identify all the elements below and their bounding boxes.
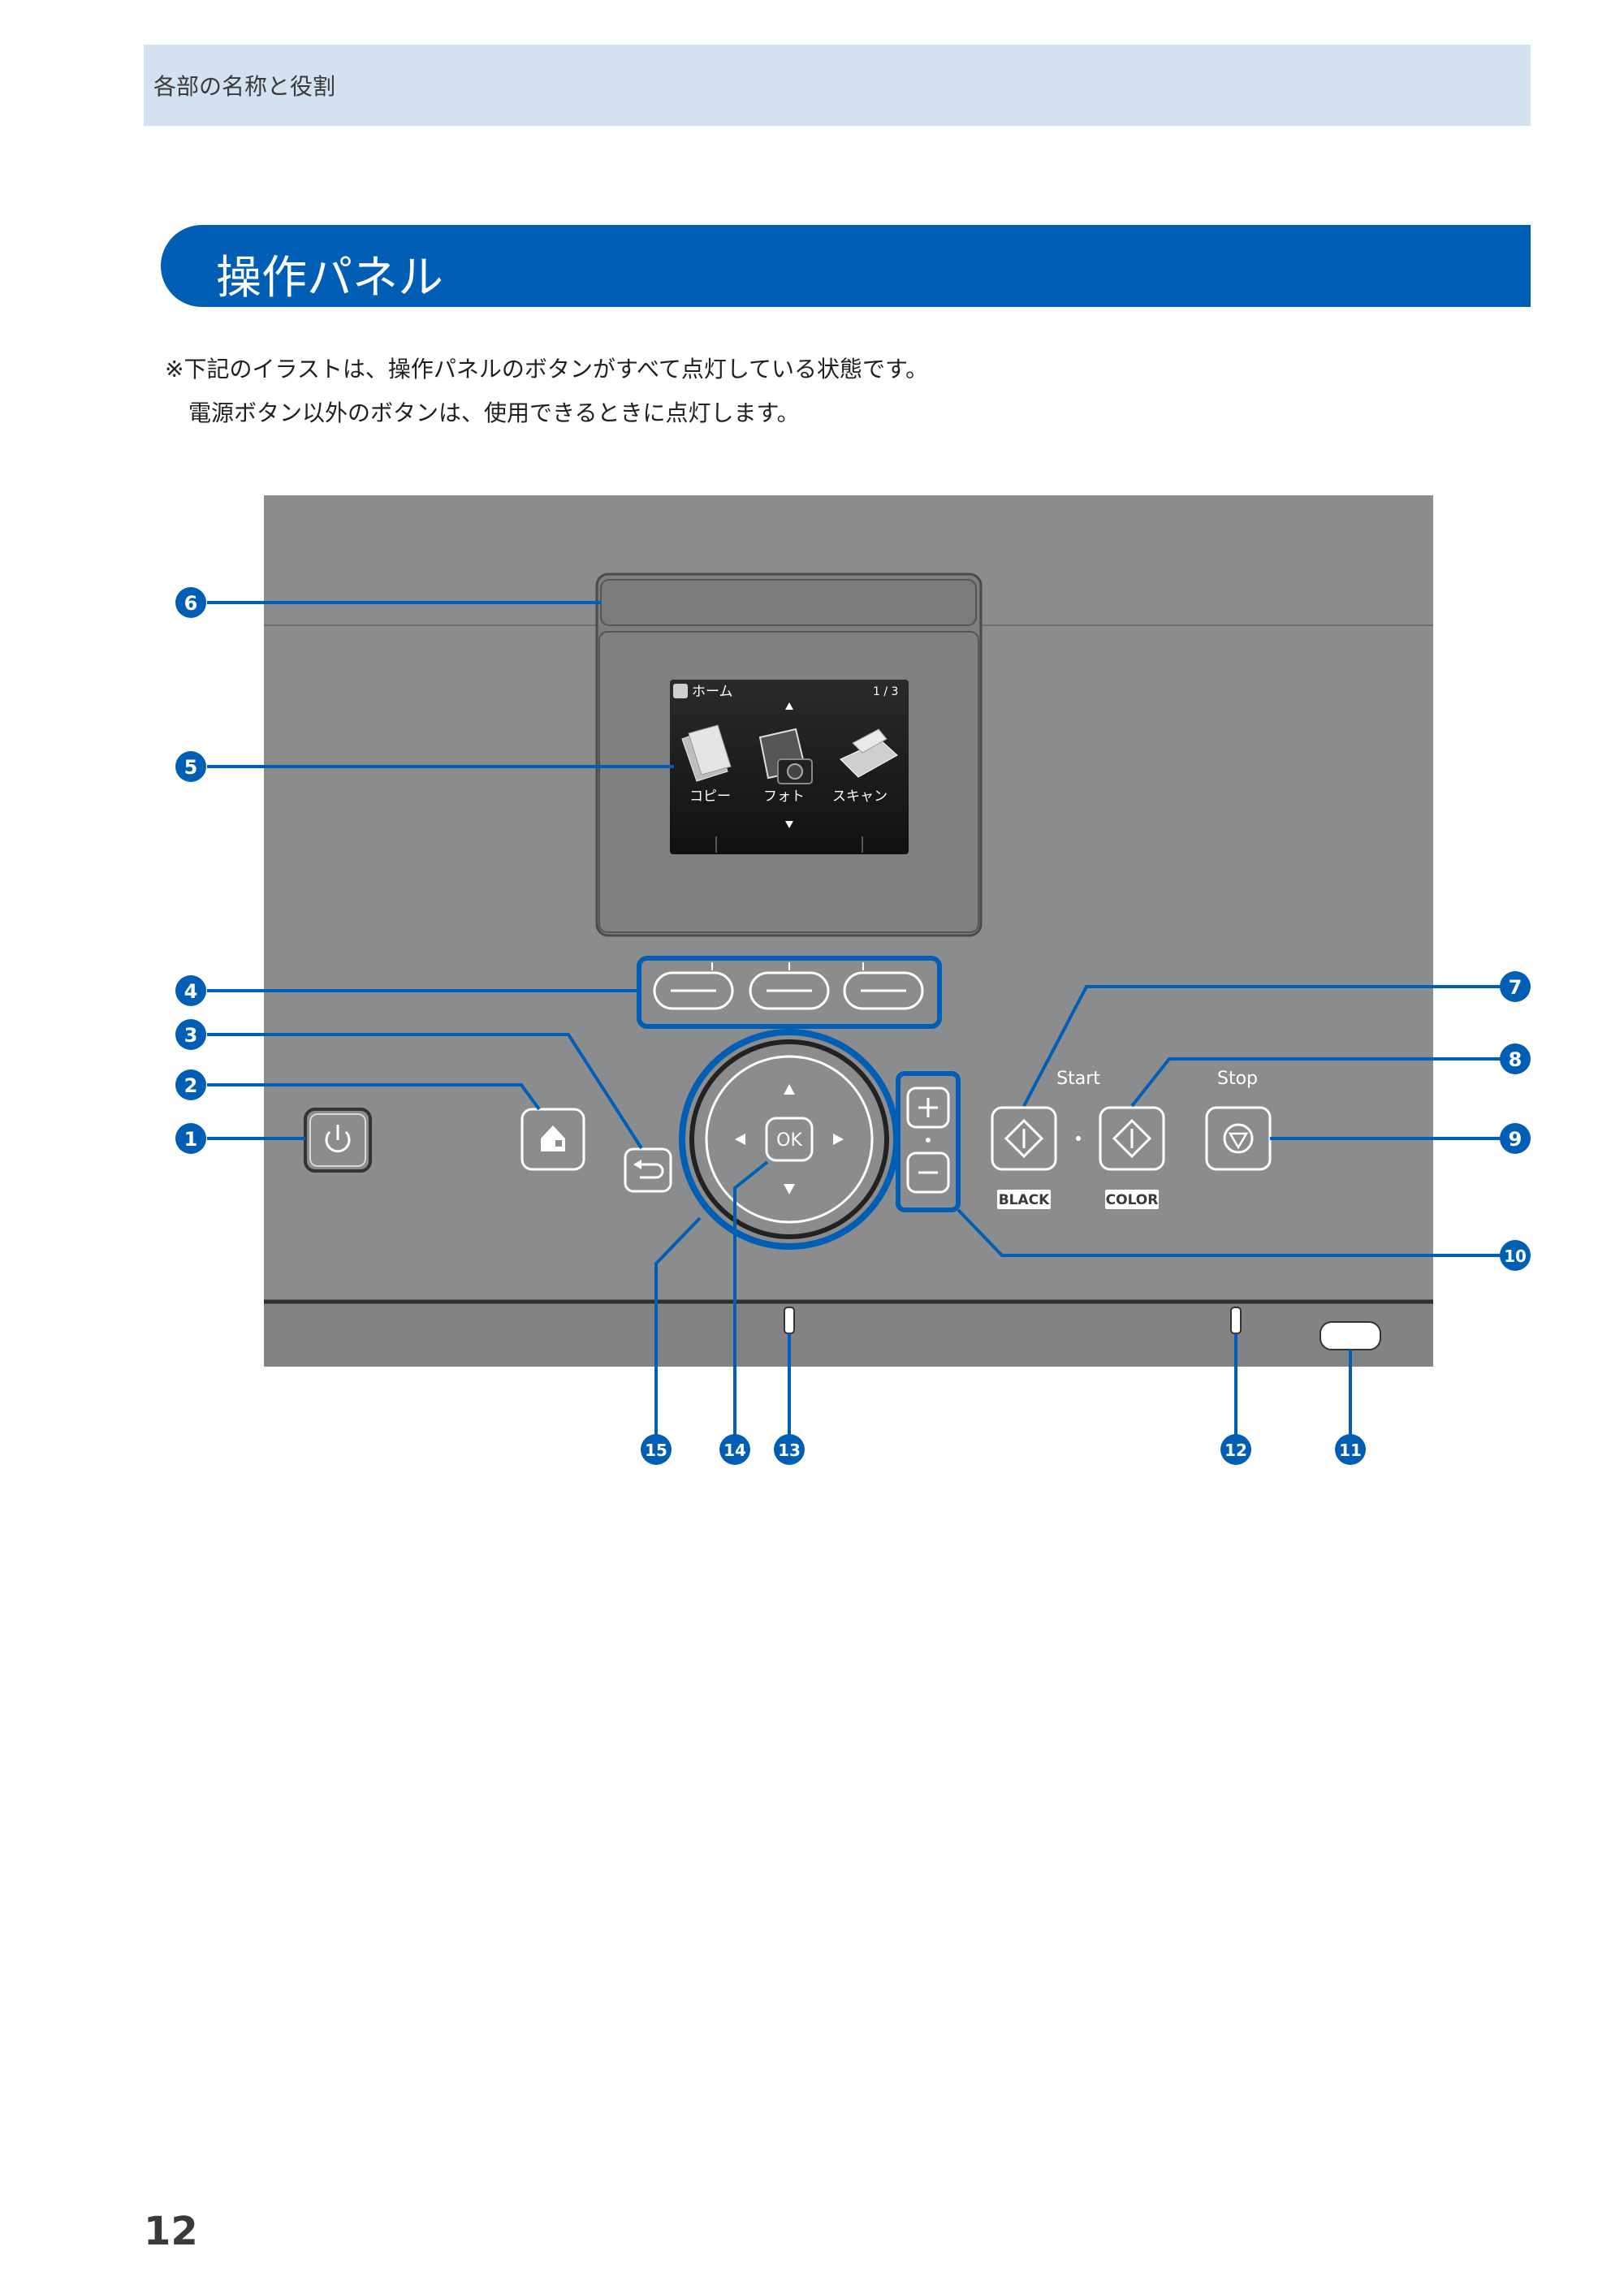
power-lamp [1320,1321,1381,1350]
black-start-button[interactable] [991,1106,1057,1171]
operation-panel-lid [600,579,977,626]
plus-button[interactable] [906,1087,950,1129]
screen-page-indicator: 1 / 3 [873,685,898,698]
scroll-up-icon [785,702,793,710]
scroll-down-icon [785,821,793,828]
stop-icon [1223,1123,1254,1154]
screen-item-scan: スキャン [832,788,888,805]
page-number: 12 [144,2209,198,2254]
left-arrow-icon[interactable] [735,1134,745,1145]
callout-13: 13 [774,1434,805,1465]
callout-3: 3 [175,1019,206,1050]
back-icon [638,1163,664,1179]
callout-4: 4 [175,975,206,1006]
callout-9: 9 [1500,1123,1531,1154]
screen-home-label: ホーム [692,684,733,700]
start-icon [1004,1118,1044,1159]
callout-14: 14 [719,1434,750,1465]
wifi-lamp [784,1307,795,1334]
up-arrow-icon[interactable] [784,1084,795,1095]
callout-15: 15 [641,1434,672,1465]
scan-icon [840,728,898,778]
svg-text:10: 10 [1504,1246,1527,1266]
svg-text:6: 6 [184,592,198,615]
svg-text:12: 12 [1224,1441,1247,1460]
function-button-center[interactable] [749,971,830,1010]
svg-text:15: 15 [645,1441,667,1460]
function-button-right[interactable] [843,971,924,1010]
start-label: Start [1056,1069,1100,1089]
svg-text:11: 11 [1339,1441,1362,1460]
ok-button[interactable]: OK [765,1117,814,1162]
page-title-bar: 操作パネル [161,225,1531,307]
color-start-button[interactable] [1099,1106,1165,1171]
black-label: BLACK [999,1192,1050,1208]
svg-text:8: 8 [1509,1048,1522,1071]
color-label-box [1105,1190,1159,1209]
copy-icon [681,724,732,782]
callout-10: 10 [1500,1240,1531,1271]
function-button-left[interactable] [653,971,734,1010]
down-arrow-icon[interactable] [784,1184,795,1195]
callout-6: 6 [175,587,206,618]
alarm-lamp [1230,1307,1242,1334]
right-arrow-icon[interactable] [833,1134,844,1145]
section-header-band: 各部の名称と役割 [144,45,1531,126]
power-button[interactable] [304,1108,372,1173]
stop-button[interactable] [1205,1106,1272,1171]
plus-minus-highlight [896,1071,961,1212]
screen-item-copy: コピー [689,788,731,805]
photo-icon [758,728,813,784]
black-label-box [997,1190,1051,1209]
page-title: 操作パネル [216,252,443,305]
callout-1: 1 [175,1123,206,1154]
panel-bottom-strip [264,1302,1433,1367]
section-title: 各部の名称と役割 [153,73,336,100]
ok-label: OK [776,1130,802,1151]
callout-11: 11 [1335,1434,1366,1465]
home-icon [673,684,688,698]
screen-item-photo: フォト [763,788,805,805]
note-line-1: ※下記のイラストは、操作パネルのボタンがすべて点灯している状態です。 [165,356,929,382]
svg-text:4: 4 [184,980,198,1003]
power-icon [325,1130,351,1153]
svg-text:13: 13 [778,1441,801,1460]
leader-lines [207,601,1501,1442]
minus-button[interactable] [906,1151,950,1194]
svg-text:9: 9 [1509,1128,1522,1151]
callout-2: 2 [175,1069,206,1100]
svg-text:2: 2 [184,1074,198,1097]
start-icon [1112,1118,1152,1159]
callout-8: 8 [1500,1043,1531,1074]
stop-label: Stop [1217,1069,1258,1089]
back-button[interactable] [624,1147,672,1193]
svg-text:14: 14 [723,1441,746,1460]
color-label: COLOR [1106,1192,1159,1208]
home-button[interactable] [520,1108,585,1171]
svg-text:1: 1 [184,1128,198,1151]
callout-5: 5 [175,751,206,782]
note-line-2: 電源ボタン以外のボタンは、使用できるときに点灯します。 [188,400,800,426]
svg-text:5: 5 [184,756,198,779]
svg-text:7: 7 [1509,976,1522,999]
svg-text:3: 3 [184,1024,198,1047]
callout-12: 12 [1220,1434,1251,1465]
callout-7: 7 [1500,971,1531,1002]
